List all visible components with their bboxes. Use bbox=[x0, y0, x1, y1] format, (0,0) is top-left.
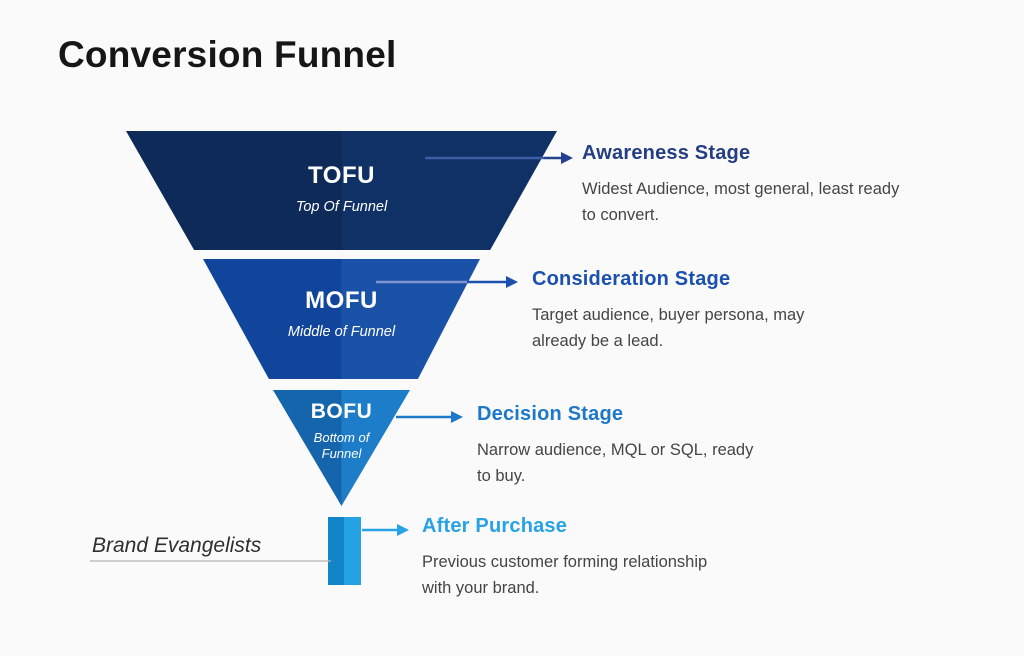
stage-decision-title: Decision Stage bbox=[477, 403, 624, 425]
funnel-segment-bofu-label-line1: Bottom of bbox=[313, 430, 370, 445]
stage-awareness-desc-line2: to convert. bbox=[582, 206, 660, 224]
stage-decision: Decision Stage Narrow audience, MQL or S… bbox=[477, 403, 753, 489]
evangelist-bar bbox=[328, 517, 361, 585]
stage-consideration-desc-line1: Target audience, buyer persona, may bbox=[532, 306, 805, 324]
stage-consideration: Consideration Stage Target audience, buy… bbox=[532, 268, 804, 354]
funnel-segment-tofu-abbr: TOFU bbox=[308, 162, 375, 189]
stage-awareness: Awareness Stage Widest Audience, most ge… bbox=[582, 142, 899, 228]
stage-decision-desc-line1: Narrow audience, MQL or SQL, ready bbox=[477, 441, 754, 459]
stage-consideration-title: Consideration Stage bbox=[532, 268, 731, 290]
funnel-segment-mofu-label: Middle of Funnel bbox=[287, 324, 396, 340]
page-title: Conversion Funnel bbox=[58, 34, 397, 75]
funnel-segment-bofu-label-line2: Funnel bbox=[321, 446, 362, 461]
funnel-segment-tofu-label: Top Of Funnel bbox=[295, 199, 388, 215]
funnel-segment-bofu-label: Bottom of Funnel bbox=[273, 430, 410, 462]
stage-decision-desc-line2: to buy. bbox=[477, 467, 526, 485]
stage-after-purchase: After Purchase Previous customer forming… bbox=[422, 515, 707, 601]
funnel-segment-mofu-abbr: MOFU bbox=[305, 287, 378, 314]
stage-consideration-description: Target audience, buyer persona, may alre… bbox=[532, 302, 804, 354]
stage-after-purchase-desc-line2: with your brand. bbox=[422, 579, 540, 597]
stage-awareness-description: Widest Audience, most general, least rea… bbox=[582, 176, 899, 228]
stage-consideration-desc-line2: already be a lead. bbox=[532, 332, 664, 350]
stage-after-purchase-desc-line1: Previous customer forming relationship bbox=[422, 553, 708, 571]
stage-decision-description: Narrow audience, MQL or SQL, ready to bu… bbox=[477, 437, 753, 489]
evangelist-label: Brand Evangelists bbox=[92, 534, 262, 557]
funnel-segment-tofu: TOFU Top Of Funnel bbox=[126, 131, 557, 250]
stage-awareness-desc-line1: Widest Audience, most general, least rea… bbox=[582, 180, 900, 198]
funnel-segment-bofu-abbr: BOFU bbox=[310, 400, 373, 423]
stage-after-purchase-description: Previous customer forming relationship w… bbox=[422, 549, 707, 601]
stage-after-purchase-title: After Purchase bbox=[422, 515, 568, 537]
awareness-arrow-right-icon bbox=[425, 152, 573, 164]
consideration-arrow-right-icon bbox=[376, 276, 518, 288]
after-purchase-arrow-right-icon bbox=[362, 524, 409, 536]
stage-awareness-title: Awareness Stage bbox=[582, 142, 751, 164]
decision-arrow-right-icon bbox=[396, 411, 463, 423]
